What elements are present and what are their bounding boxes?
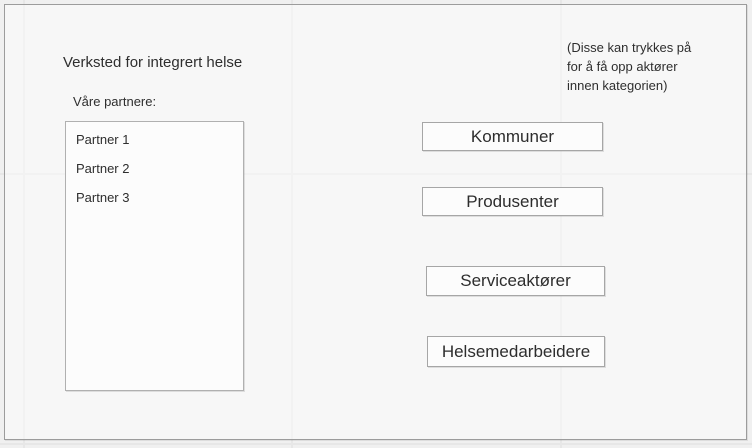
canvas-gridline-horizontal xyxy=(0,443,752,445)
partners-list: Partner 1 Partner 2 Partner 3 xyxy=(65,121,244,391)
serviceaktorer-button[interactable]: Serviceaktører xyxy=(426,266,605,296)
helsemedarbeidere-button[interactable]: Helsemedarbeidere xyxy=(427,336,605,367)
list-item: Partner 3 xyxy=(76,190,130,205)
list-item: Partner 2 xyxy=(76,161,130,176)
page-title: Verksted for integrert helse xyxy=(63,54,243,71)
list-item: Partner 1 xyxy=(76,132,130,147)
canvas-gridline-vertical xyxy=(23,0,25,448)
annotation-line: for å få opp aktører xyxy=(567,59,678,74)
canvas-gridline-vertical xyxy=(291,0,293,448)
produsenter-button[interactable]: Produsenter xyxy=(422,187,603,216)
canvas-gridline-horizontal xyxy=(0,173,752,175)
annotation-line: innen kategorien) xyxy=(567,78,668,93)
canvas-gridline-vertical xyxy=(560,0,562,448)
wireframe-screen: Verksted for integrert helse Våre partne… xyxy=(4,4,747,440)
kommuner-button[interactable]: Kommuner xyxy=(422,122,603,151)
partners-label: Våre partnere: xyxy=(73,94,157,109)
annotation-line: (Disse kan trykkes på xyxy=(567,40,692,55)
annotation-note: (Disse kan trykkes på for å få opp aktør… xyxy=(567,38,727,95)
